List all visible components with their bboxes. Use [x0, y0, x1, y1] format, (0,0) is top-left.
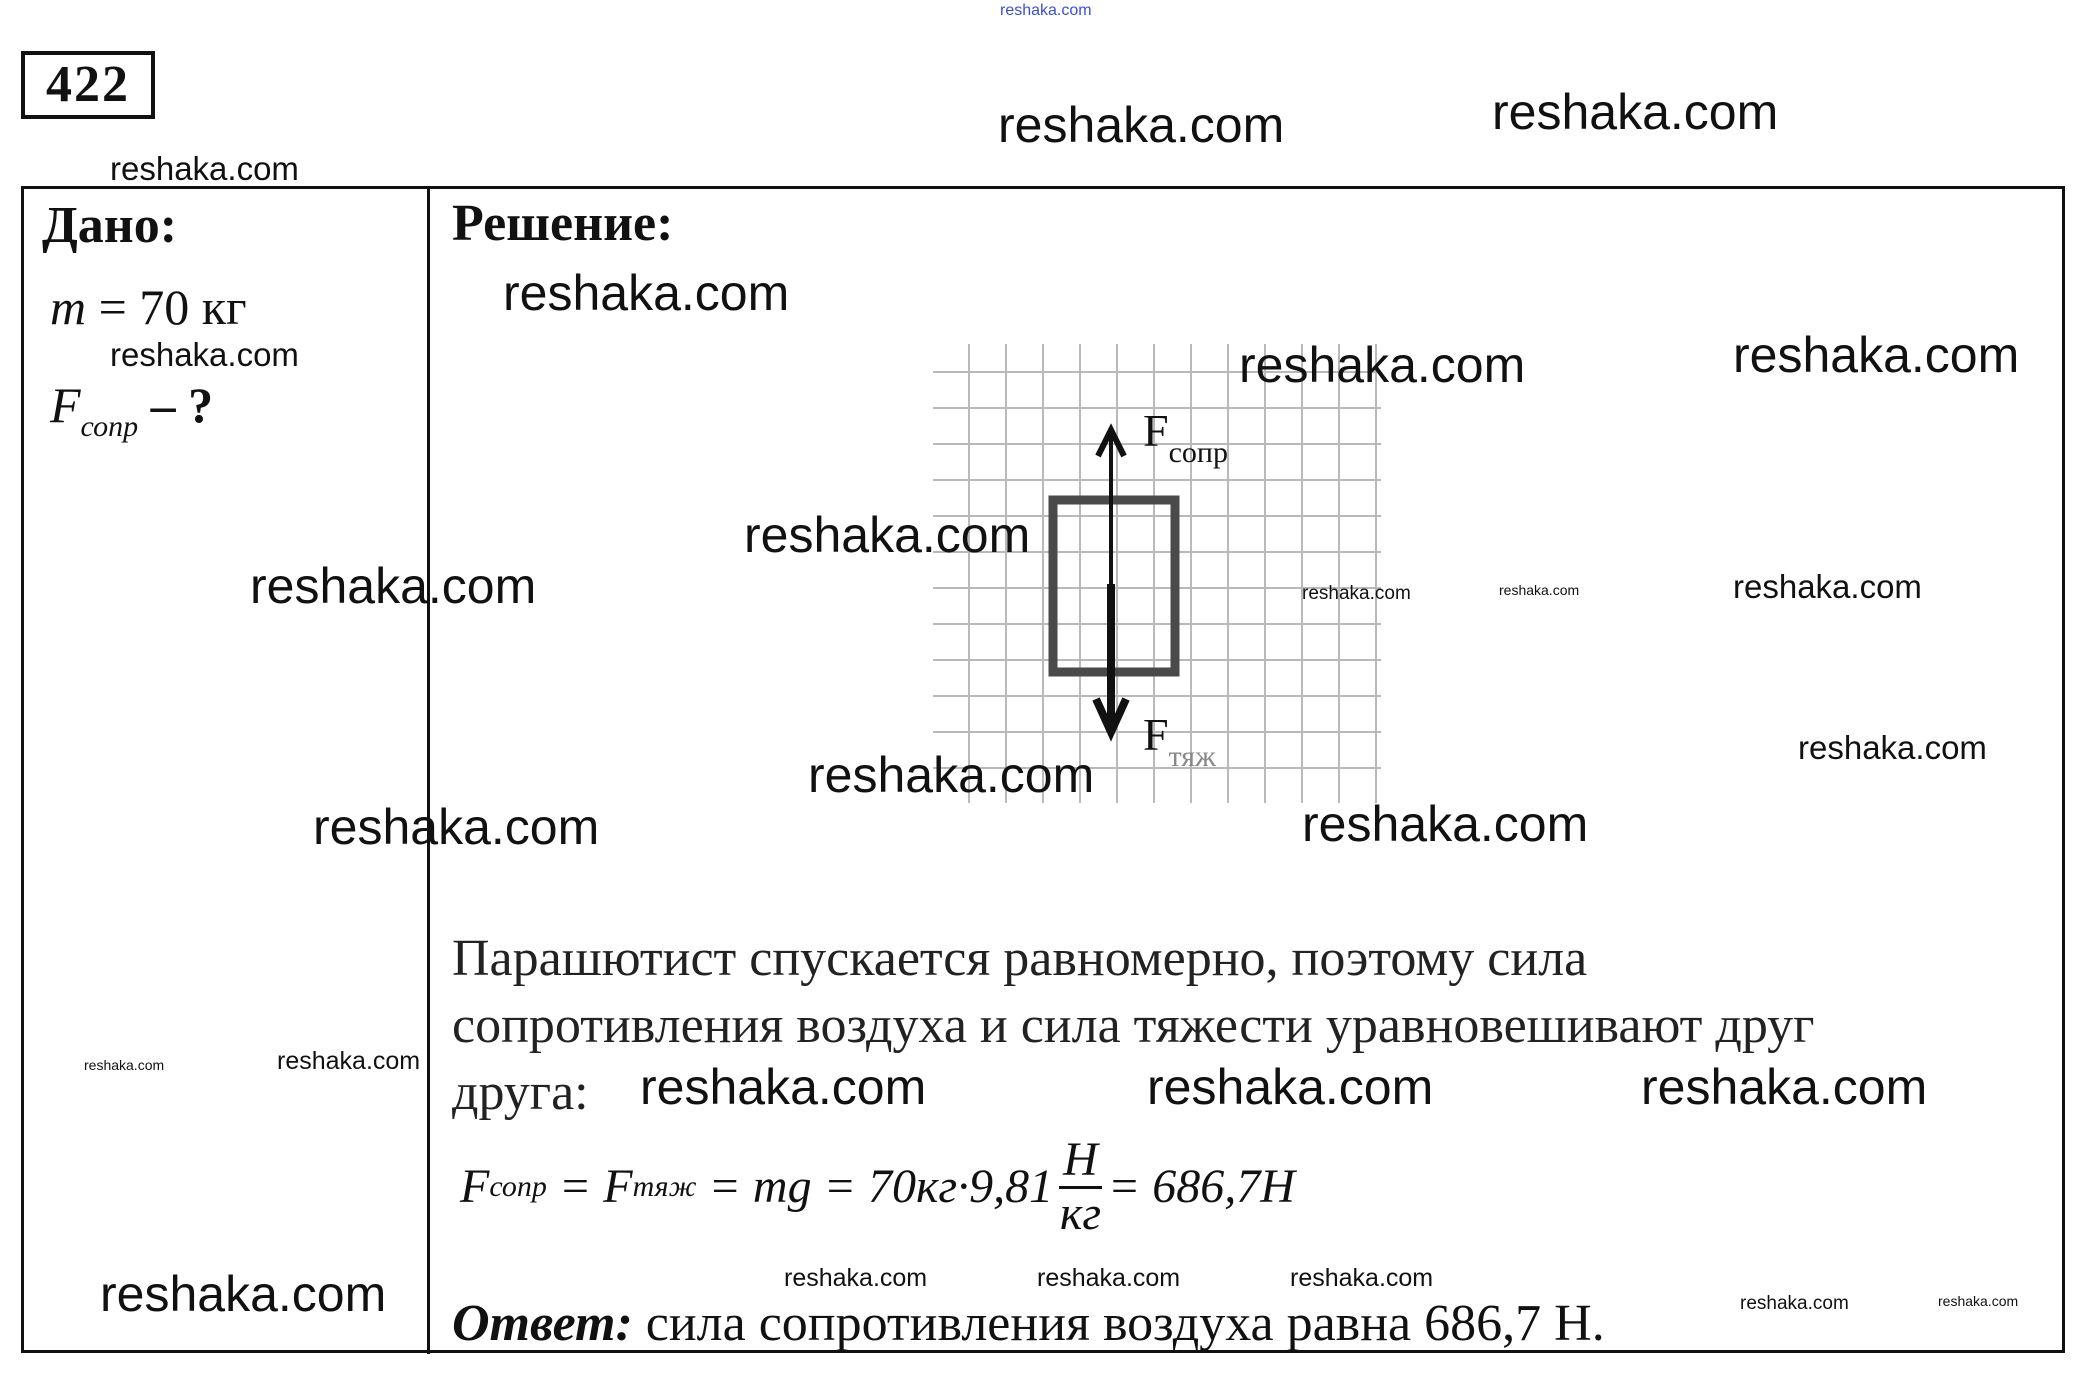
- watermark: reshaka.com: [277, 1047, 421, 1075]
- fraction-denominator: кг: [1059, 1186, 1102, 1240]
- arrow-down-head: [1092, 697, 1130, 742]
- mass-variable: m: [50, 279, 87, 335]
- formula-f2-sub: тяж: [632, 1170, 697, 1203]
- watermark: reshaka.com: [1302, 796, 1589, 852]
- watermark: reshaka.com: [100, 1266, 387, 1322]
- force-up-symbol: F: [1143, 405, 1169, 456]
- watermark: reshaka.com: [1641, 1059, 1928, 1115]
- watermark: reshaka.com: [640, 1059, 927, 1115]
- given-heading: Дано:: [42, 197, 178, 254]
- problem-number: 422: [21, 51, 155, 119]
- watermark: reshaka.com: [250, 558, 537, 614]
- solution-heading: Решение:: [452, 195, 674, 252]
- watermark: reshaka.com: [503, 265, 790, 321]
- given-unknown: Fсопр – ?: [50, 380, 213, 442]
- watermark: reshaka.com: [1499, 582, 1580, 598]
- fraction-numerator: H: [1059, 1134, 1102, 1189]
- formula-f2: F: [603, 1160, 633, 1213]
- watermark: reshaka.com: [84, 1057, 165, 1073]
- force-up-label: Fсопр: [1143, 408, 1228, 468]
- force-down-subscript: тяж: [1168, 740, 1216, 773]
- formula-f1-sub: сопр: [489, 1170, 547, 1203]
- answer-label: Ответ:: [452, 1295, 633, 1352]
- paragraph-line: Парашютист спускается равномерно, поэтом…: [452, 930, 1588, 987]
- mass-value: = 70 кг: [98, 279, 247, 335]
- watermark: reshaka.com: [1733, 327, 2020, 383]
- unknown-suffix: – ?: [150, 377, 214, 433]
- watermark: reshaka.com: [110, 150, 299, 187]
- watermark: reshaka.com: [744, 507, 1031, 563]
- force-down-symbol: F: [1143, 709, 1169, 760]
- watermark: reshaka.com: [1740, 1293, 1849, 1314]
- watermark: reshaka.com: [1239, 337, 1526, 393]
- watermark: reshaka.com: [1492, 84, 1779, 140]
- answer-text: сила сопротивления воздуха равна 686,7 Н…: [632, 1295, 1605, 1352]
- paragraph-line: друга:: [452, 1064, 589, 1121]
- watermark: reshaka.com: [808, 747, 1095, 803]
- watermark: reshaka.com: [784, 1264, 928, 1292]
- arrow-up-head: [1095, 423, 1127, 458]
- watermark: reshaka.com: [1147, 1059, 1434, 1115]
- formula-result: = 686,7H: [1107, 1160, 1295, 1213]
- unknown-variable: F: [50, 377, 81, 433]
- unknown-subscript: сопр: [80, 410, 139, 443]
- formula-f1: F: [460, 1160, 490, 1213]
- watermark: reshaka.com: [1290, 1264, 1434, 1292]
- force-up-subscript: сопр: [1168, 436, 1228, 469]
- watermark: reshaka.com: [1733, 568, 1922, 605]
- answer: Ответ: сила сопротивления воздуха равна …: [452, 1298, 1605, 1350]
- watermark: reshaka.com: [313, 799, 600, 855]
- paragraph-line: сопротивления воздуха и сила тяжести ура…: [452, 997, 1815, 1054]
- watermark: reshaka.com: [1000, 2, 1092, 19]
- formula-eq1: =: [546, 1160, 604, 1213]
- force-diagram: [1048, 423, 1180, 742]
- force-down-label: Fтяж: [1143, 712, 1216, 772]
- watermark: reshaka.com: [1798, 729, 1987, 766]
- column-divider: [427, 186, 430, 1354]
- formula-eq2: = mg = 70кг·9,81: [696, 1160, 1054, 1213]
- watermark: reshaka.com: [110, 336, 299, 373]
- grid-paper: [933, 344, 1381, 803]
- watermark: reshaka.com: [1938, 1293, 2019, 1309]
- watermark: reshaka.com: [998, 97, 1285, 153]
- watermark: reshaka.com: [1037, 1264, 1181, 1292]
- solution-table: [21, 186, 2065, 1353]
- watermark: reshaka.com: [1302, 583, 1411, 604]
- given-mass: m = 70 кг: [50, 282, 247, 332]
